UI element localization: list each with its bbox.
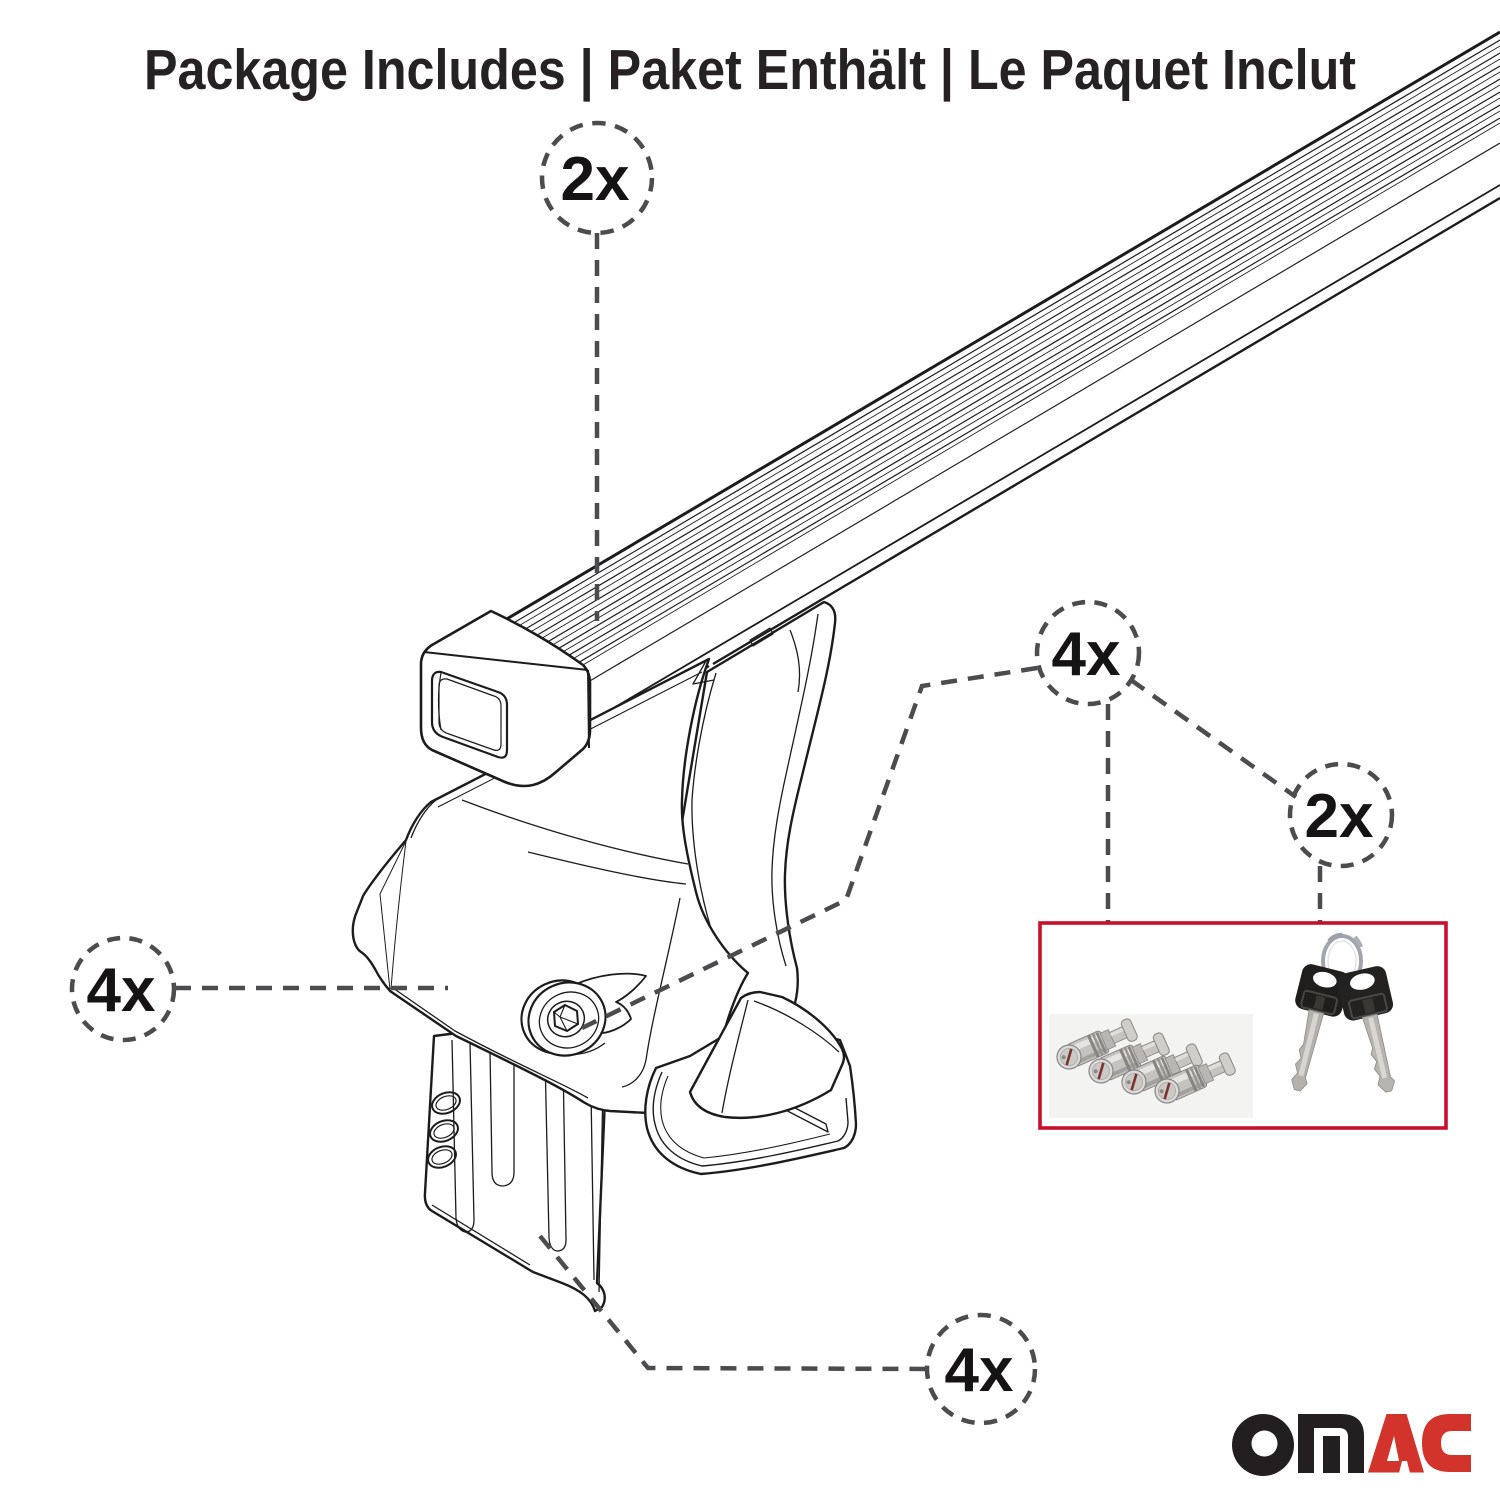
svg-text:2x: 2x (561, 145, 630, 214)
svg-text:4x: 4x (945, 1336, 1014, 1405)
svg-text:2x: 2x (1305, 782, 1374, 851)
svg-text:Package Includes | Paket Enthä: Package Includes | Paket Enthält | Le Pa… (144, 38, 1356, 102)
svg-text:4x: 4x (87, 956, 156, 1025)
svg-text:4x: 4x (1052, 620, 1121, 689)
